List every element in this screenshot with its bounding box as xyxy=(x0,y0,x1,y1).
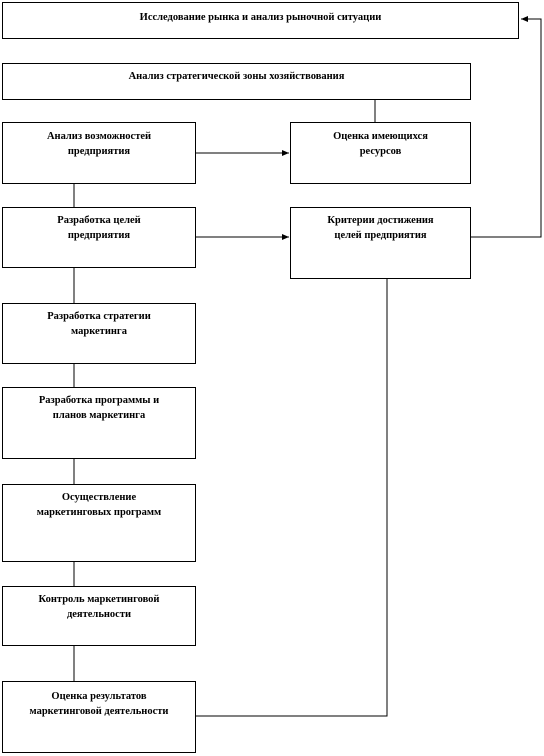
box-capabilities-line-2: предприятия xyxy=(67,146,131,157)
box-implementation-line-2: маркетинговых программ xyxy=(36,507,162,518)
box-goals-development: Разработка целей предприятия xyxy=(2,207,196,268)
box-resources-line-2: ресурсов xyxy=(359,146,402,157)
box-strategy-development: Разработка стратегии маркетинга xyxy=(2,303,196,364)
box-capabilities-line-1: Анализ возможностей xyxy=(46,131,152,142)
box-results-evaluation: Оценка результатов маркетинговой деятель… xyxy=(2,681,196,753)
box-criteria-line-2: целей предприятия xyxy=(334,230,427,241)
box-program-development: Разработка программы и планов маркетинга xyxy=(2,387,196,459)
box-program-line-1: Разработка программы и xyxy=(38,395,160,406)
box-marketing-control: Контроль маркетинговой деятельности xyxy=(2,586,196,646)
connector-evaluation-criteria xyxy=(195,279,388,717)
box-goal-criteria: Критерии достижения целей предприятия xyxy=(290,207,471,279)
box-goals-line-2: предприятия xyxy=(67,230,131,241)
box-implementation-line-1: Осуществление xyxy=(61,492,137,503)
box-program-line-2: планов маркетинга xyxy=(52,410,146,421)
box-market-research-line-1: Исследование рынка и анализ рыночной сит… xyxy=(139,12,382,23)
box-strategy-line-1: Разработка стратегии xyxy=(47,311,151,322)
box-strategy-line-2: маркетинга xyxy=(71,326,127,337)
box-strategic-zone-analysis: Анализ стратегической зоны хозяйствовани… xyxy=(2,63,471,100)
box-resources-line-1: Оценка имеющихся xyxy=(333,131,428,142)
box-capabilities-analysis: Анализ возможностей предприятия xyxy=(2,122,196,184)
box-evaluation-line-1: Оценка результатов xyxy=(51,691,147,702)
box-control-line-2: деятельности xyxy=(66,609,132,620)
box-criteria-line-1: Критерии достижения xyxy=(327,215,434,226)
box-strategic-zone-line-1: Анализ стратегической зоны хозяйствовани… xyxy=(128,71,345,82)
box-resources-evaluation: Оценка имеющихся ресурсов xyxy=(290,122,471,184)
box-evaluation-line-2: маркетинговой деятельности xyxy=(29,706,169,717)
arrow-criteria-research xyxy=(471,16,542,238)
box-control-line-1: Контроль маркетинговой xyxy=(38,594,160,605)
box-market-research: Исследование рынка и анализ рыночной сит… xyxy=(2,2,519,39)
box-program-implementation: Осуществление маркетинговых программ xyxy=(2,484,196,562)
box-goals-line-1: Разработка целей xyxy=(57,215,141,226)
